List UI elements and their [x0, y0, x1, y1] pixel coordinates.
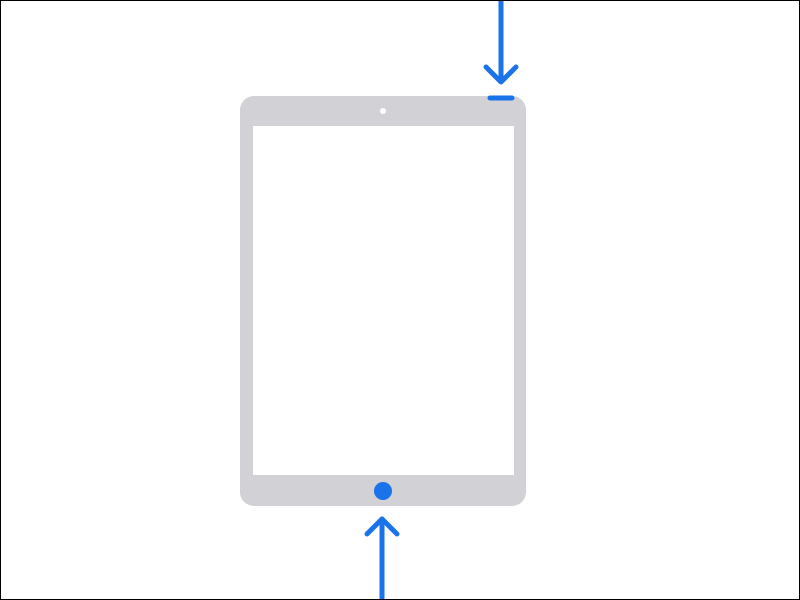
ipad-screen: [253, 126, 514, 475]
front-camera: [380, 108, 386, 114]
arrow-up-icon: [364, 516, 400, 599]
home-button: [374, 482, 392, 500]
arrow-down-icon: [483, 1, 519, 85]
